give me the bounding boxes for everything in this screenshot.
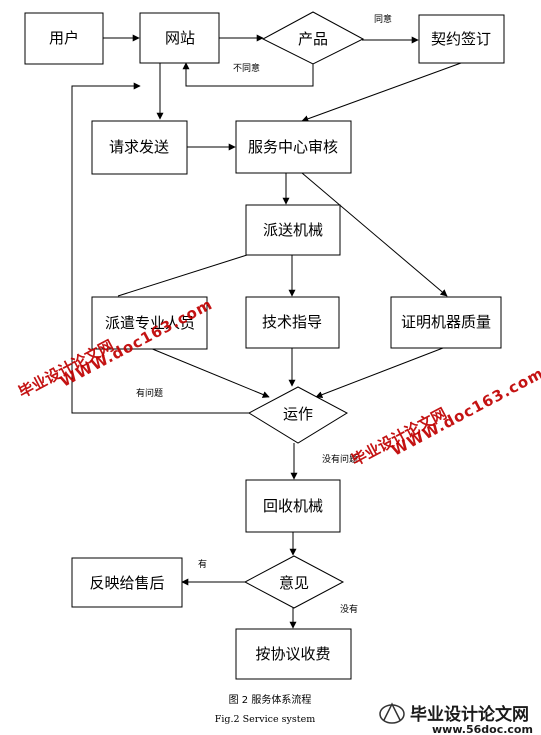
node-dispatch-label: 派送机械 xyxy=(263,221,323,239)
edge-quality-operation xyxy=(315,347,444,398)
edge-label-has-problem: 有问题 xyxy=(136,387,163,399)
edge-label-disagree: 不同意 xyxy=(233,62,260,74)
edge-dispatch-staff xyxy=(117,254,248,297)
edge-label-no: 没有 xyxy=(340,603,358,615)
node-service-center: 服务中心审核 xyxy=(235,120,352,174)
node-request: 请求发送 xyxy=(91,120,188,175)
edge-label-agree: 同意 xyxy=(374,13,392,25)
node-send-staff: 派遣专业人员 xyxy=(91,296,208,350)
node-user-label: 用户 xyxy=(49,29,79,47)
logo-site-url: www.56doc.com xyxy=(432,723,533,735)
node-feedback-label: 反映给售后 xyxy=(89,574,164,592)
node-opinion-decision: 意见 xyxy=(243,555,345,609)
node-contract-label: 契约签订 xyxy=(431,30,491,48)
watermark-right-url: WWW.doc163.com xyxy=(388,364,541,460)
node-tech-guide-label: 技术指导 xyxy=(262,313,322,331)
nodes: 用户 网站 产品 契约签订 请求发送 服务中心审核 派送机械 派遣专业人员 xyxy=(24,11,505,680)
caption-cn: 图 2 服务体系流程 xyxy=(229,693,312,706)
node-operation-label: 运作 xyxy=(283,405,313,423)
node-quality: 证明机器质量 xyxy=(390,296,502,349)
node-request-label: 请求发送 xyxy=(109,138,169,156)
node-product-label: 产品 xyxy=(298,30,328,48)
node-operation-decision: 运作 xyxy=(247,386,349,444)
node-service-center-label: 服务中心审核 xyxy=(248,138,338,156)
logo-mark-icon xyxy=(379,702,405,724)
node-website-label: 网站 xyxy=(165,29,195,47)
edge-service-quality xyxy=(301,172,448,297)
node-recycle: 回收机械 xyxy=(245,479,341,533)
edge-staff-operation xyxy=(149,347,270,398)
node-product-decision: 产品 xyxy=(261,11,365,65)
node-send-staff-label: 派遣专业人员 xyxy=(105,314,195,332)
node-dispatch: 派送机械 xyxy=(245,204,341,256)
edge-product-website-disagree xyxy=(182,62,314,87)
node-feedback: 反映给售后 xyxy=(71,557,183,608)
logo-site-name: 毕业设计论文网 xyxy=(410,704,529,725)
edge-label-no-problem: 没有问题 xyxy=(322,453,358,465)
caption-en: Fig.2 Service system xyxy=(215,714,315,725)
edge-operation-website-problem xyxy=(71,82,249,414)
node-quality-label: 证明机器质量 xyxy=(401,313,491,331)
edge-contract-service xyxy=(301,62,462,123)
node-tech-guide: 技术指导 xyxy=(245,296,340,349)
edge-labels: 同意 不同意 有问题 没有问题 有 没有 xyxy=(136,13,392,615)
node-user: 用户 xyxy=(24,12,104,65)
node-contract: 契约签订 xyxy=(418,14,505,64)
edge-label-yes: 有 xyxy=(198,558,207,570)
figure-caption: 图 2 服务体系流程 Fig.2 Service system xyxy=(215,693,315,725)
node-recycle-label: 回收机械 xyxy=(263,497,323,515)
node-opinion-label: 意见 xyxy=(279,574,309,592)
node-website: 网站 xyxy=(139,12,220,64)
node-charge-label: 按协议收费 xyxy=(255,645,330,663)
edges xyxy=(71,34,462,629)
bottom-logo: 毕业设计论文网 www.56doc.com xyxy=(379,702,533,735)
node-charge: 按协议收费 xyxy=(235,628,352,680)
